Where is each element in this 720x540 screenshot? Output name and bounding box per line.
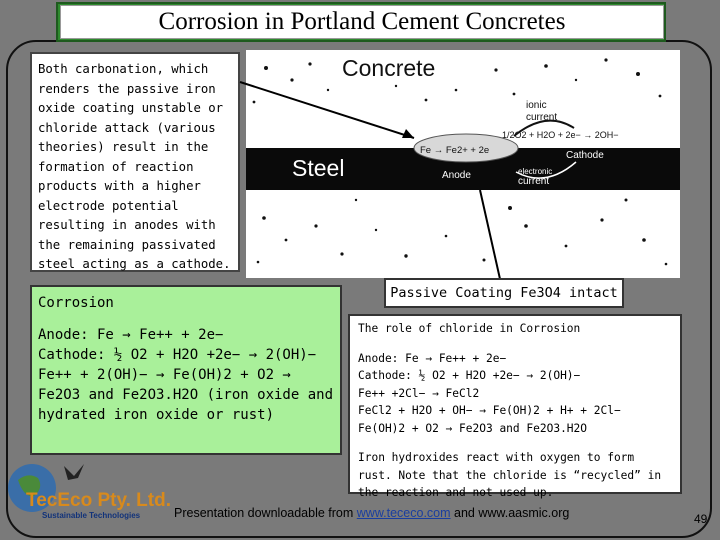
- chloride-line: Cathode: ½ O2 + H2O +2e− → 2(OH)−: [358, 369, 581, 382]
- concrete-label: Concrete: [342, 55, 435, 81]
- page-title: Corrosion in Portland Cement Concretes: [60, 5, 664, 39]
- anode-region: [413, 133, 519, 163]
- page-number: 49: [694, 512, 708, 526]
- corrosion-line: Anode: Fe → Fe++ + 2e−: [38, 327, 224, 343]
- corrosion-box: Corrosion Anode: Fe → Fe++ + 2e− Cathode…: [30, 285, 342, 455]
- corrosion-diagram: Concrete Steel ionic current 1/2O2 + H2O…: [246, 50, 680, 278]
- chloride-line: Anode: Fe → Fe++ + 2e−: [358, 351, 507, 365]
- ionic-current-arrow: [513, 119, 575, 137]
- footer-link[interactable]: www.tececo.com: [356, 506, 451, 520]
- bird-icon: [64, 464, 84, 480]
- corrosion-line: Cathode: ½ O2 + H2O +2e− → 2(OH)−: [38, 347, 317, 363]
- electronic-label-2: current: [518, 176, 549, 187]
- footer-prefix: Presentation downloadable from: [174, 506, 357, 520]
- chloride-line: FeCl2 + H2O + OH− → Fe(OH)2 + H+ + 2Cl−: [358, 404, 621, 417]
- chloride-heading: The role of chloride in Corrosion: [358, 322, 581, 335]
- chloride-closing: Iron hydroxides react with oxygen to for…: [358, 451, 662, 499]
- corrosion-line: Fe++ + 2(OH)− → Fe(OH)2 + O2 →: [38, 367, 291, 383]
- ionic-label-2: current: [526, 112, 557, 123]
- intro-text-box: Both carbonation, which renders the pass…: [30, 52, 240, 272]
- chloride-line: Fe(OH)2 + O2 → Fe2O3 and Fe2O3.H2O: [358, 421, 588, 435]
- anode-reaction: Fe → Fe2+ + 2e: [420, 145, 489, 156]
- tececo-logo: TecEco Pty. Ltd. Sustainable Technologie…: [8, 464, 171, 520]
- cathode-label: Cathode: [566, 150, 604, 161]
- footer-suffix: and www.aasmic.org: [450, 506, 570, 520]
- corrosion-line: Fe2O3 and Fe2O3.H2O (iron oxide and hydr…: [38, 387, 334, 423]
- corrosion-heading: Corrosion: [38, 295, 114, 311]
- cathode-reaction: 1/2O2 + H2O + 2e− → 2OH−: [502, 130, 619, 140]
- footer: Presentation downloadable from www.tecec…: [174, 506, 634, 520]
- passive-coating-box: Passive Coating Fe3O4 intact: [384, 278, 624, 308]
- steel-label: Steel: [292, 155, 344, 181]
- ionic-label-1: ionic: [526, 100, 547, 111]
- electronic-label-1: electronic: [518, 167, 552, 176]
- chloride-line: Fe++ +2Cl− → FeCl2: [358, 386, 480, 400]
- chloride-box: The role of chloride in Corrosion Anode:…: [348, 314, 682, 499]
- anode-label: Anode: [442, 170, 471, 181]
- passive-coating-text: Passive Coating Fe3O4 intact: [390, 285, 618, 301]
- intro-text: Both carbonation, which renders the pass…: [38, 62, 231, 271]
- logo-tagline: Sustainable Technologies: [42, 511, 141, 520]
- electronic-current-arrow: [515, 161, 577, 179]
- logo-name: TecEco Pty. Ltd.: [26, 490, 171, 511]
